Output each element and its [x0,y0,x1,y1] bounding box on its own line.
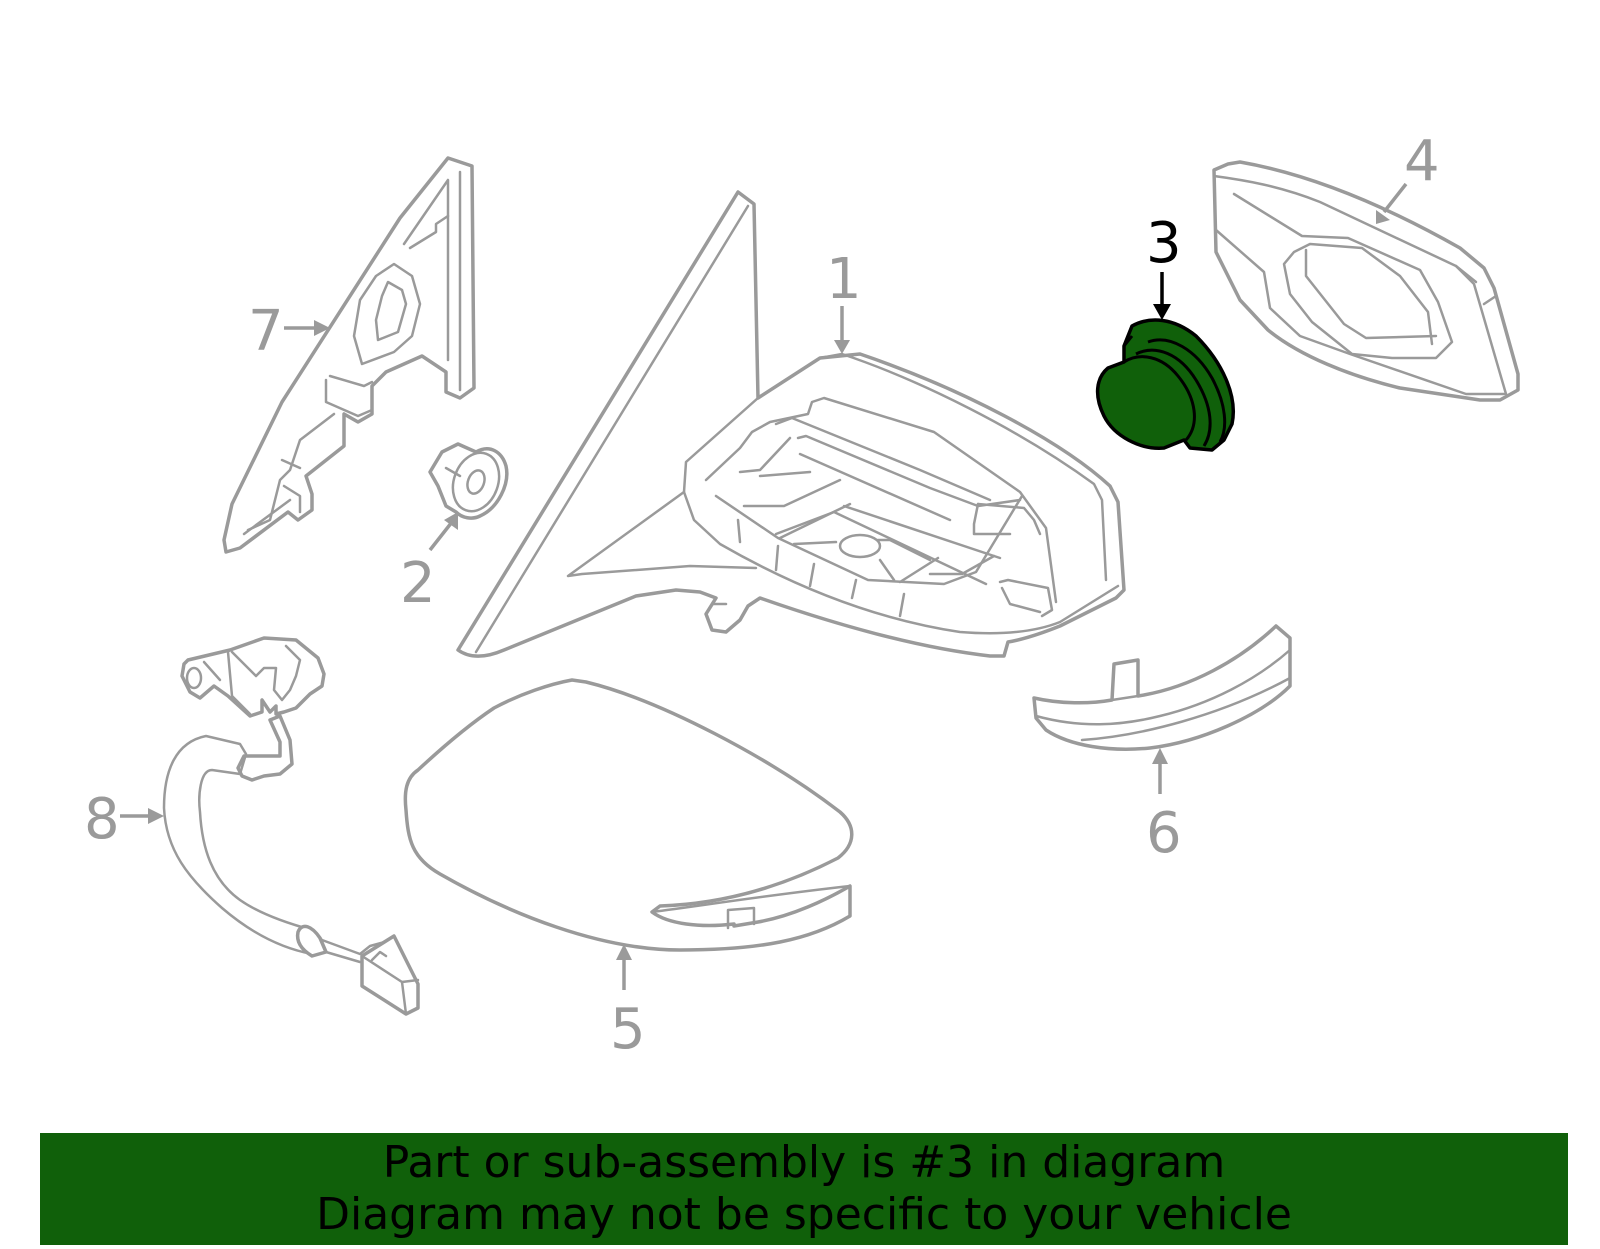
callout-5: 5 [610,944,646,1062]
callout-label-5: 5 [610,997,646,1062]
part-4-mirror-glass [1212,160,1520,402]
callout-3: 3 [1146,211,1182,320]
callout-label-2: 2 [400,551,436,616]
part-3-actuator [1095,318,1235,452]
callout-label-7: 7 [248,299,284,364]
callout-4: 4 [1376,129,1440,224]
callout-6: 6 [1146,748,1182,866]
callout-2: 2 [400,512,458,616]
callout-label-8: 8 [84,787,120,852]
callout-7: 7 [248,299,330,364]
part-7-trim-cover [222,156,476,554]
callout-8: 8 [84,787,164,852]
part-2-grommet [428,442,509,520]
info-banner: Part or sub-assembly is #3 in diagram Di… [40,1133,1568,1245]
banner-line-1: Part or sub-assembly is #3 in diagram [382,1137,1226,1188]
banner-line-2: Diagram may not be specific to your vehi… [316,1189,1292,1240]
part-8-wiring-harness [162,636,420,1016]
callout-1: 1 [826,247,862,354]
part-5-mirror-cover [403,678,854,952]
callout-label-3: 3 [1146,211,1182,276]
part-6-turn-signal [1032,624,1292,751]
callout-label-4: 4 [1404,129,1440,194]
callout-label-6: 6 [1146,801,1182,866]
callout-label-1: 1 [826,247,862,312]
part-1-mirror-housing [456,190,1126,658]
